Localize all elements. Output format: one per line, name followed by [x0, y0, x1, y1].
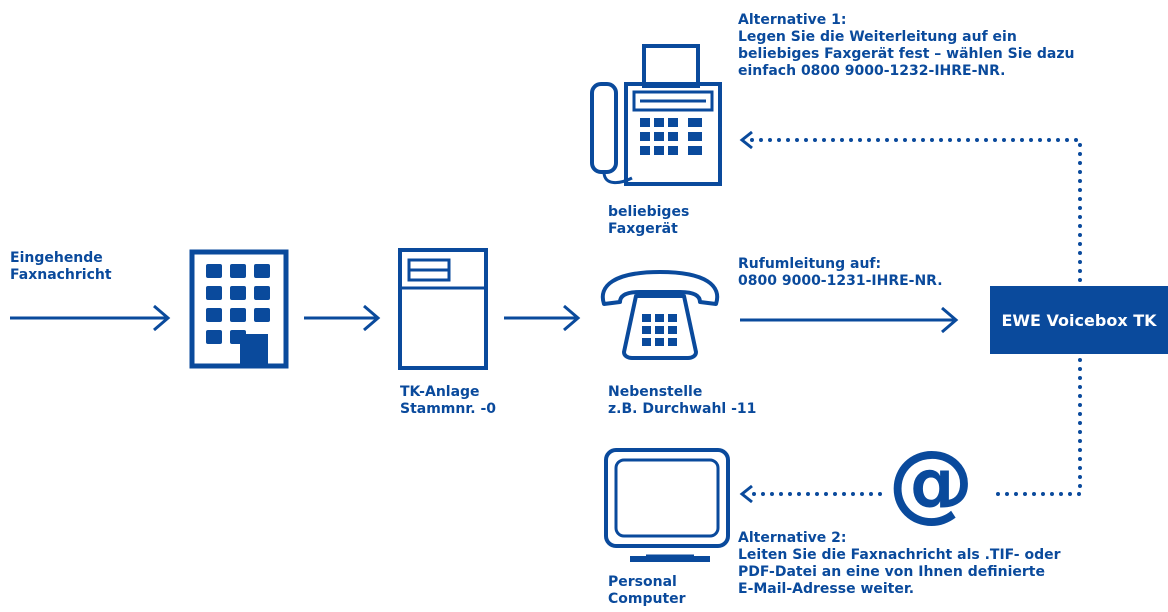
pc-line-2: Computer	[608, 591, 686, 607]
alternative-1-text: Alternative 1: Legen Sie die Weiterleitu…	[738, 12, 1075, 80]
pc-line-1: Personal	[608, 574, 677, 590]
alt2-line-4: E-Mail-Adresse weiter.	[738, 581, 915, 597]
forwarding-line-2: 0800 9000-1231-IHRE-NR.	[738, 273, 943, 289]
forwarding-line-1: Rufumleitung auf:	[738, 256, 882, 272]
incoming-line-2: Faxnachricht	[10, 267, 112, 283]
extension-label: Nebenstelle z.B. Durchwahl -11	[608, 384, 756, 418]
arrow-incoming	[10, 304, 171, 332]
alt2-line-1: Alternative 2:	[738, 530, 847, 546]
alt1-line-3: beliebiges Faxgerät fest – wählen Sie da…	[738, 46, 1075, 62]
tk-anlage-label: TK-Anlage Stammnr. -0	[400, 384, 496, 418]
at-symbol: @	[888, 432, 974, 532]
arrow-building-to-tk	[304, 304, 381, 332]
arrow-phone-to-voicebox	[740, 306, 959, 334]
extension-line-1: Nebenstelle	[608, 384, 703, 400]
forwarding-label: Rufumleitung auf: 0800 9000-1231-IHRE-NR…	[738, 256, 943, 290]
voicebox-node: EWE Voicebox TK	[990, 286, 1168, 354]
dotted-arrow-to-computer	[739, 358, 1082, 504]
alt1-line-2: Legen Sie die Weiterleitung auf ein	[738, 29, 1017, 45]
computer-monitor-icon	[604, 448, 730, 562]
incoming-line-1: Eingehende	[10, 250, 103, 266]
arrow-tk-to-phone	[504, 304, 581, 332]
telephone-icon	[600, 270, 720, 360]
tk-system-icon	[398, 248, 488, 370]
alternative-2-text: Alternative 2: Leiten Sie die Faxnachric…	[738, 530, 1061, 598]
alt2-line-3: PDF-Datei an eine von Ihnen definierte	[738, 564, 1045, 580]
incoming-fax-label: Eingehende Faxnachricht	[10, 250, 112, 284]
pc-label: Personal Computer	[608, 574, 686, 608]
dotted-arrow-to-fax	[739, 130, 1082, 282]
voicebox-label: EWE Voicebox TK	[1001, 310, 1157, 330]
tk-line-1: TK-Anlage	[400, 384, 480, 400]
extension-line-2: z.B. Durchwahl -11	[608, 401, 757, 417]
alt2-line-2: Leiten Sie die Faxnachricht als .TIF- od…	[738, 547, 1061, 563]
fax-machine-icon	[590, 44, 722, 186]
fax-line-2: Faxgerät	[608, 221, 678, 237]
building-icon	[189, 249, 289, 369]
alt1-line-1: Alternative 1:	[738, 12, 847, 28]
fax-device-label: beliebiges Faxgerät	[608, 204, 689, 238]
fax-line-1: beliebiges	[608, 204, 690, 220]
alt1-line-4: einfach 0800 9000-1232-IHRE-NR.	[738, 63, 1006, 79]
email-at-icon: @	[886, 432, 976, 532]
tk-line-2: Stammnr. -0	[400, 401, 497, 417]
